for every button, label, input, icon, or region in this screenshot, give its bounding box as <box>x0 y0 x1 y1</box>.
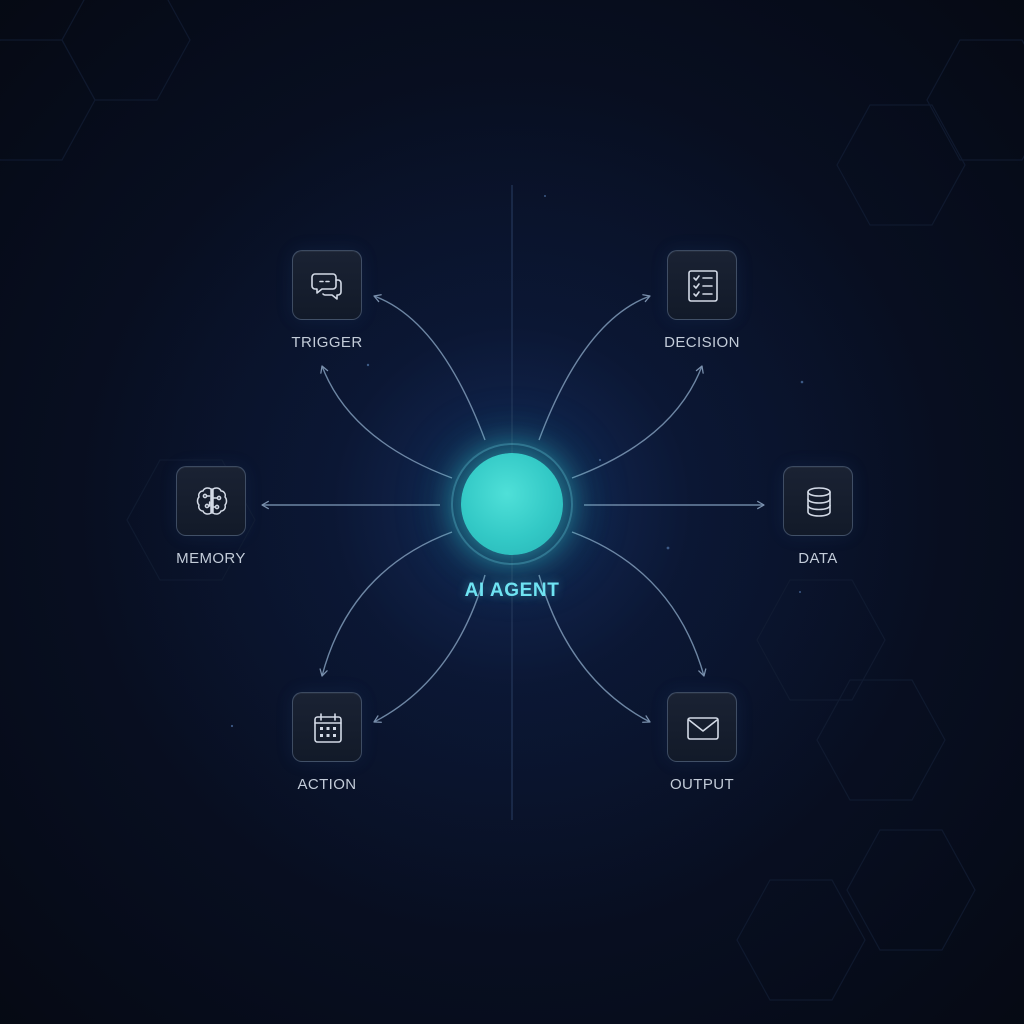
connector-output-inner <box>538 574 651 723</box>
chat-bubbles-icon <box>311 273 342 300</box>
node-action-label: ACTION <box>297 776 357 793</box>
connector-action-outer <box>319 531 453 677</box>
envelope-icon <box>687 717 719 740</box>
background-hexagons <box>0 0 1024 1001</box>
calendar-icon <box>314 713 342 743</box>
connector-trigger-outer <box>373 294 486 441</box>
database-icon <box>807 487 831 517</box>
node-action[interactable] <box>292 692 362 762</box>
node-memory[interactable] <box>176 466 246 536</box>
connector-trigger-inner <box>320 365 453 479</box>
brain-circuit-icon <box>196 487 228 515</box>
connector-output-outer <box>571 531 707 677</box>
agent-hub-label: AI AGENT <box>464 580 560 601</box>
node-decision[interactable] <box>667 250 737 320</box>
node-memory-label: MEMORY <box>176 550 246 567</box>
checklist-icon <box>688 270 718 302</box>
node-data-label: DATA <box>798 550 838 567</box>
node-data[interactable] <box>783 466 853 536</box>
node-output[interactable] <box>667 692 737 762</box>
node-decision-label: DECISION <box>664 334 740 351</box>
connector-decision-outer <box>538 294 651 441</box>
connector-decision-inner <box>571 365 704 479</box>
agent-hub-orb[interactable] <box>461 453 563 555</box>
node-trigger[interactable] <box>292 250 362 320</box>
connector-action-inner <box>373 574 486 723</box>
node-trigger-label: TRIGGER <box>291 334 363 351</box>
node-output-label: OUTPUT <box>669 776 735 793</box>
background-stars <box>230 195 804 728</box>
